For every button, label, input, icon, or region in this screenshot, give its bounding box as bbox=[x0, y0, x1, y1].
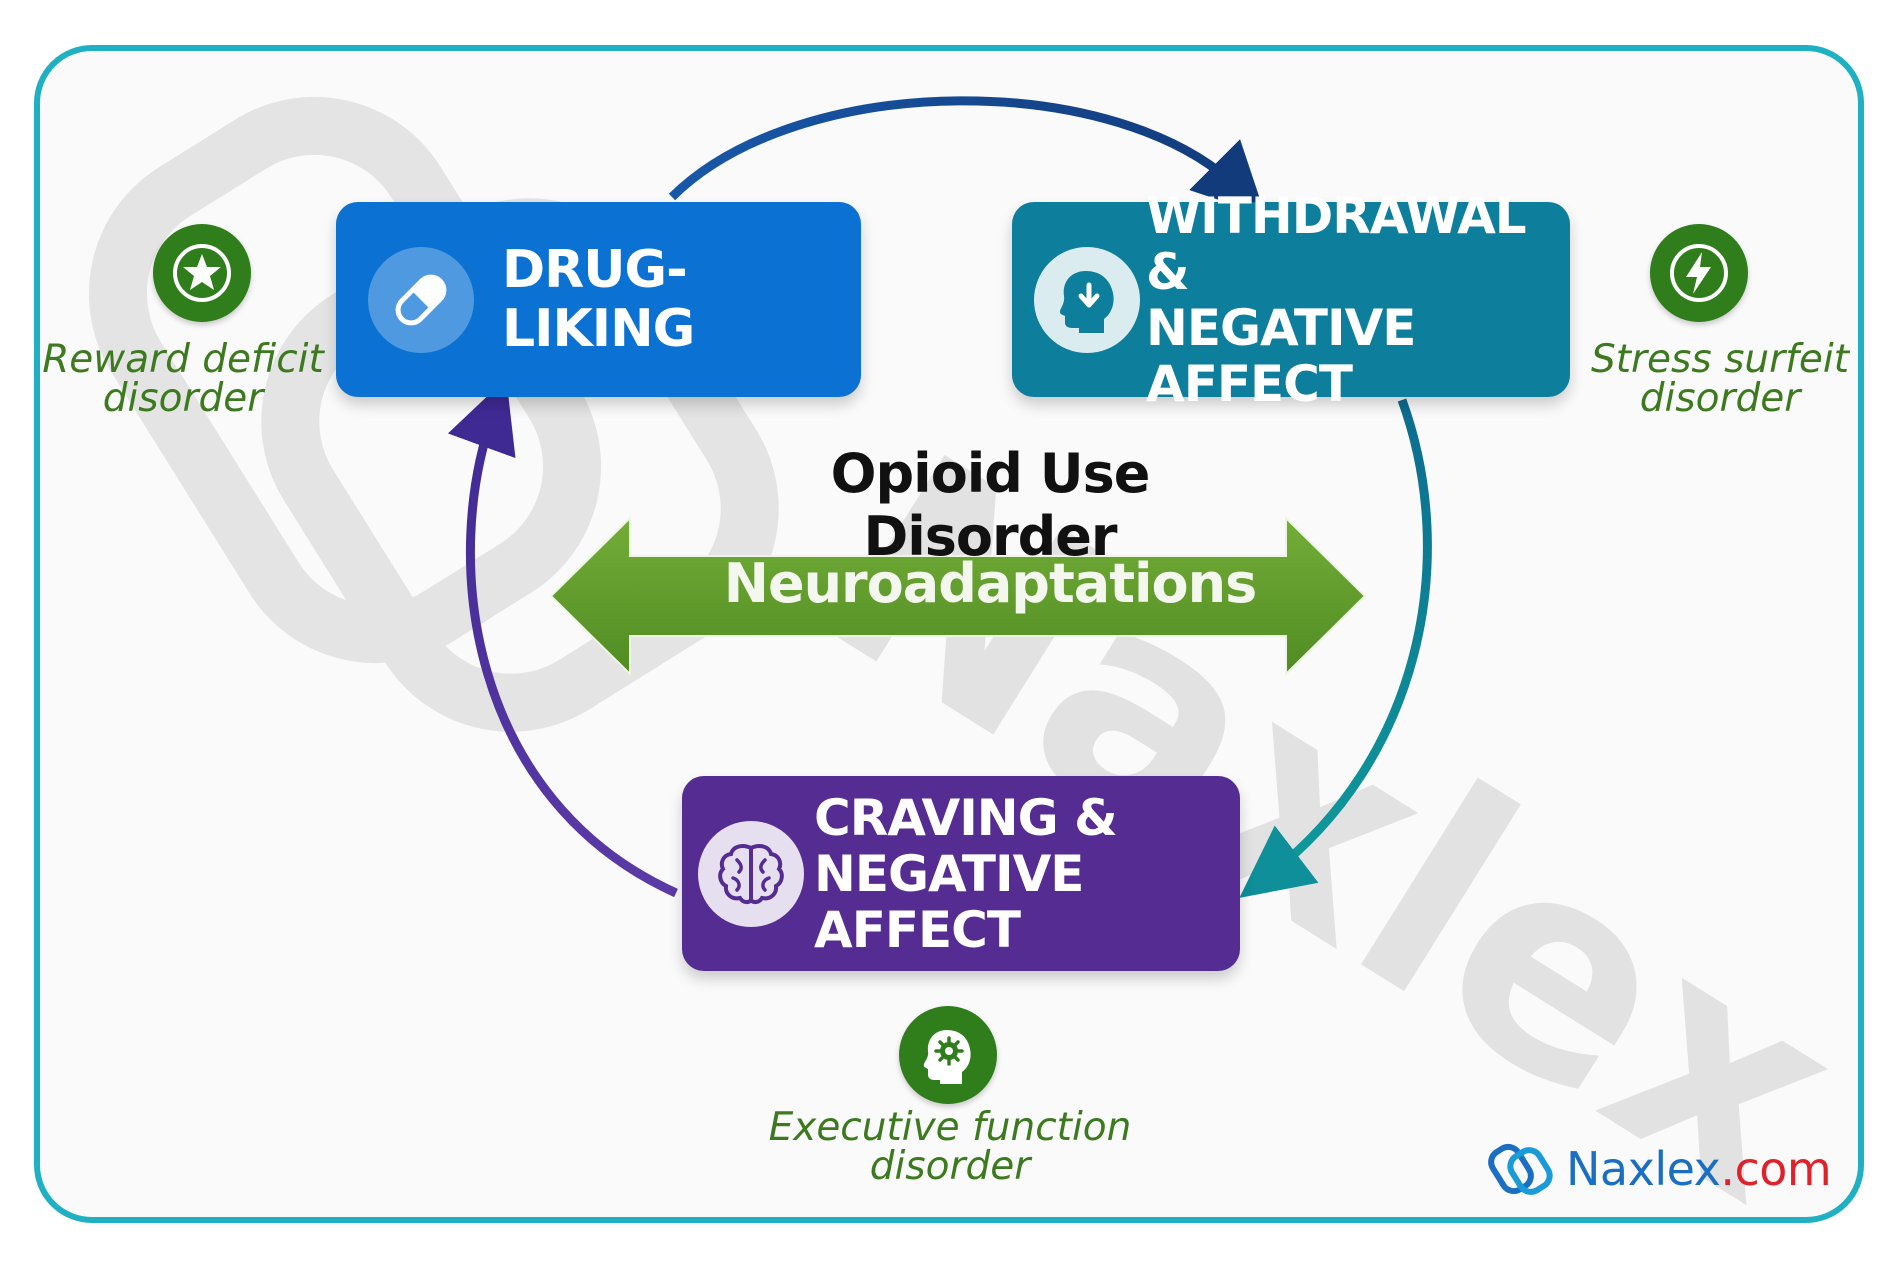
stage-withdrawal-label-1: WITHDRAWAL & bbox=[1146, 186, 1527, 301]
stage-withdrawal: WITHDRAWAL & NEGATIVE AFFECT bbox=[1012, 188, 1570, 412]
reward-deficit-line-2: disorder bbox=[102, 376, 264, 421]
reward-deficit-label: Reward deficit disorder bbox=[38, 340, 328, 418]
brand-logo[interactable]: Naxlex.com bbox=[1488, 1133, 1832, 1205]
stage-withdrawal-label-2: NEGATIVE AFFECT bbox=[1146, 298, 1416, 413]
stage-craving-label-1: CRAVING & bbox=[814, 788, 1118, 847]
stage-drug-liking: DRUG-LIKING bbox=[336, 202, 861, 397]
stage-craving-label-2: NEGATIVE AFFECT bbox=[814, 844, 1084, 959]
stress-surfeit-label: Stress surfeit disorder bbox=[1585, 340, 1855, 418]
stress-surfeit-line-2: disorder bbox=[1639, 376, 1801, 421]
executive-function-line-1: Executive function bbox=[768, 1105, 1132, 1150]
lightning-icon bbox=[1650, 224, 1748, 322]
brand-mark-icon bbox=[1488, 1143, 1553, 1195]
executive-function-line-2: disorder bbox=[869, 1144, 1031, 1189]
neuro-double-arrow bbox=[549, 515, 1367, 677]
star-icon bbox=[153, 224, 251, 322]
brand-dot: . bbox=[1720, 1142, 1735, 1196]
diagram-title: Opioid Use Disorder bbox=[830, 442, 1151, 568]
cycle-arrow-left bbox=[447, 378, 678, 898]
reward-deficit-line-1: Reward deficit bbox=[42, 337, 324, 382]
brain-icon bbox=[698, 820, 804, 927]
stage-craving: CRAVING & NEGATIVE AFFECT bbox=[682, 776, 1240, 971]
cycle-arrow-right bbox=[1239, 398, 1432, 898]
brand-tld: com bbox=[1734, 1142, 1832, 1196]
executive-function-label: Executive function disorder bbox=[760, 1108, 1140, 1186]
neuroadaptations-label: Neuroadaptations bbox=[723, 552, 1257, 615]
head-down-arrow-icon bbox=[1034, 246, 1140, 353]
brand-name: Naxlex bbox=[1566, 1142, 1721, 1196]
stage-drug-label-1: DRUG-LIKING bbox=[502, 240, 695, 359]
cycle-arrow-top bbox=[668, 96, 1266, 216]
stress-surfeit-line-1: Stress surfeit bbox=[1590, 337, 1850, 382]
head-gear-icon bbox=[899, 1006, 997, 1104]
pill-icon bbox=[368, 246, 474, 353]
